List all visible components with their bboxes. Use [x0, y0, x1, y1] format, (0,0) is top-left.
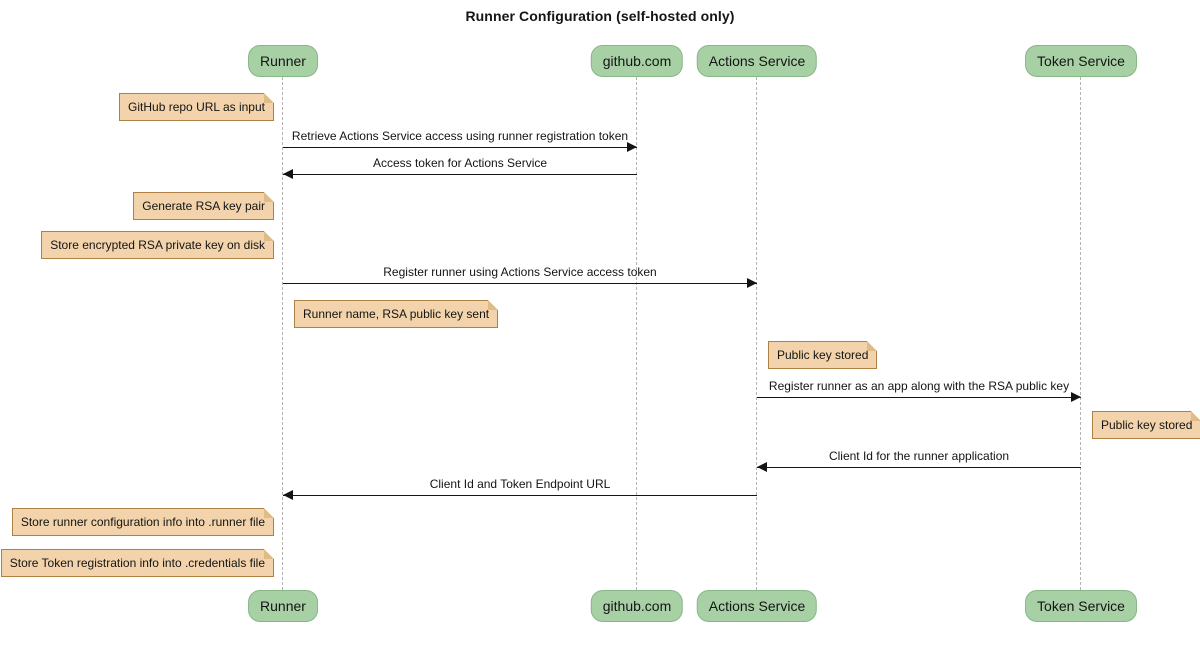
message-line-4 [757, 467, 1081, 468]
lifeline-github [636, 77, 637, 590]
participant-github-bottom: github.com [590, 590, 684, 622]
note-3: Runner name, RSA public key sent [294, 300, 499, 328]
message-arrowhead-2 [747, 278, 757, 288]
participant-token-bottom: Token Service [1025, 590, 1137, 622]
note-0: GitHub repo URL as input [119, 93, 274, 121]
note-1: Generate RSA key pair [133, 192, 274, 220]
message-arrowhead-0 [627, 142, 637, 152]
message-arrowhead-3 [1071, 392, 1081, 402]
message-line-5 [283, 495, 757, 496]
message-line-0 [283, 147, 637, 148]
lifeline-runner [282, 77, 283, 590]
note-2: Store encrypted RSA private key on disk [41, 231, 274, 259]
note-6: Store runner configuration info into .ru… [11, 508, 275, 536]
message-label-2: Register runner using Actions Service ac… [383, 265, 657, 279]
participant-github-top: github.com [590, 45, 684, 77]
note-5: Public key stored [1092, 411, 1200, 439]
message-label-1: Access token for Actions Service [372, 156, 548, 170]
message-arrowhead-5 [283, 490, 293, 500]
message-label-0: Retrieve Actions Service access using ru… [291, 129, 629, 143]
message-label-4: Client Id for the runner application [828, 449, 1010, 463]
message-label-3: Register runner as an app along with the… [768, 379, 1070, 393]
lifeline-actions [756, 77, 757, 590]
message-line-1 [283, 174, 637, 175]
participant-runner-bottom: Runner [248, 590, 318, 622]
message-line-3 [757, 397, 1081, 398]
diagram-title: Runner Configuration (self-hosted only) [465, 8, 735, 24]
participant-token-top: Token Service [1025, 45, 1137, 77]
participant-actions-bottom: Actions Service [696, 590, 818, 622]
message-line-2 [283, 283, 757, 284]
message-arrowhead-1 [283, 169, 293, 179]
note-7: Store Token registration info into .cred… [0, 549, 275, 577]
lifeline-token [1080, 77, 1081, 590]
message-label-5: Client Id and Token Endpoint URL [429, 477, 611, 491]
participant-actions-top: Actions Service [696, 45, 818, 77]
note-4: Public key stored [768, 341, 878, 369]
participant-runner-top: Runner [248, 45, 318, 77]
message-arrowhead-4 [757, 462, 767, 472]
